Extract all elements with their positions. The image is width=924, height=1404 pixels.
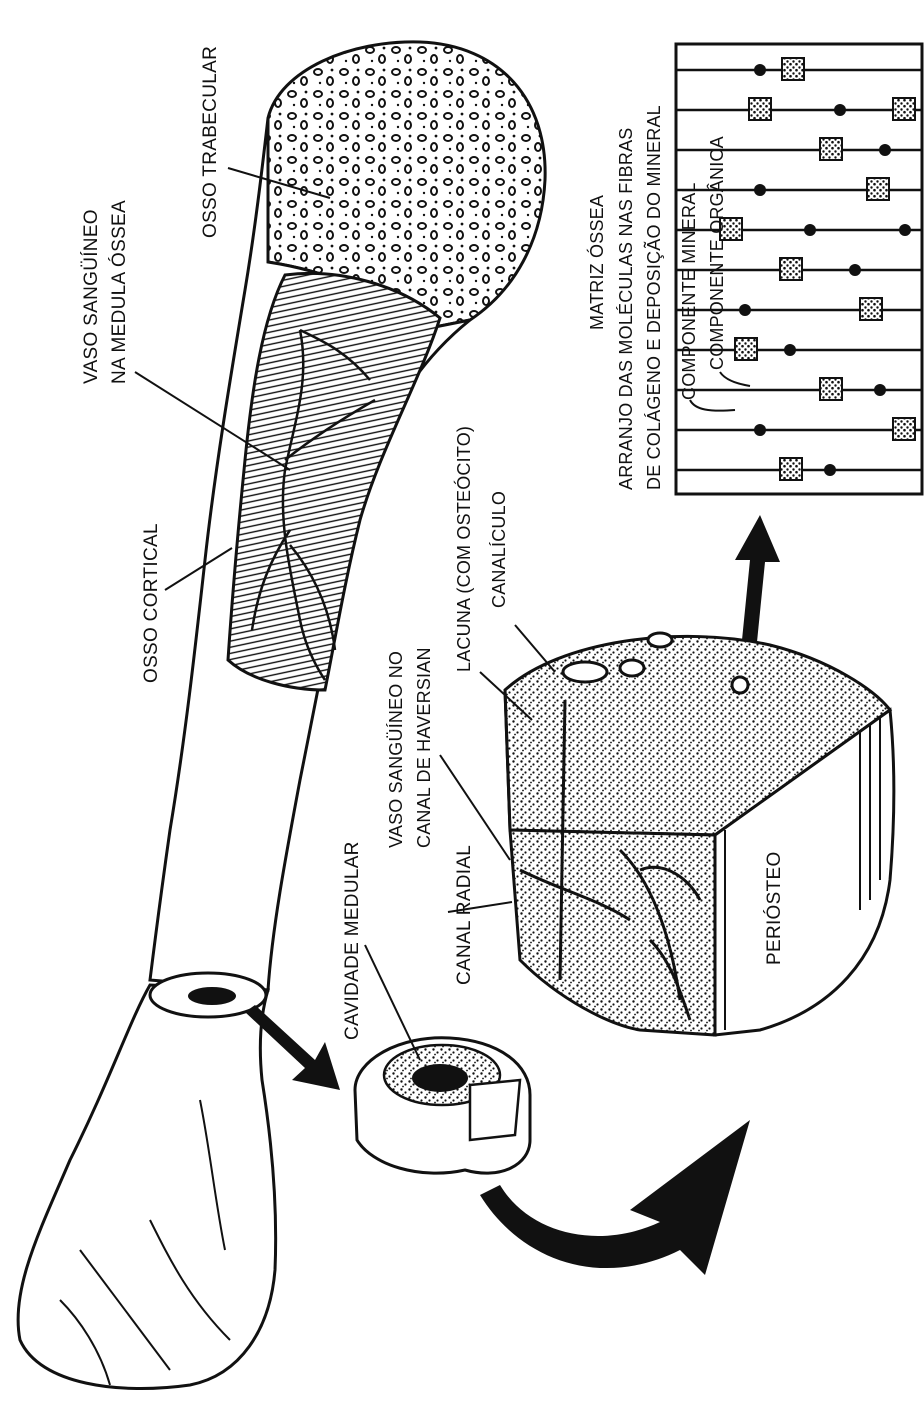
label-periosteo: PERIÓSTEO <box>763 851 785 965</box>
label-lacuna: LACUNA (COM OSTEÓCITO) <box>453 426 474 672</box>
label-arranjo-line1: ARRANJO DAS MOLÉCULAS NAS FIBRAS <box>616 128 636 490</box>
label-vaso-haversian-line1: VASO SANGÜÍNEO NO <box>386 651 406 848</box>
label-canaliculo: CANALÍCULO <box>489 491 509 608</box>
label-vaso-medula-line1: VASO SANGÜÍNEO <box>81 209 102 384</box>
label-osso-trabecular: OSSO TRABECULAR <box>200 46 221 238</box>
label-arranjo-line2: DE COLÁGENO E DEPOSIÇÃO DO MINERAL <box>643 105 664 490</box>
label-componente-organica: COMPONENTE ORGÂNICA <box>707 136 727 370</box>
up-arrow <box>735 515 780 642</box>
label-vaso-medula-line2: NA MEDULA ÓSSEA <box>108 200 130 384</box>
label-matriz-ossea: MATRIZ ÓSSEA <box>586 195 607 330</box>
label-cavidade-medular: CAVIDADE MEDULAR <box>342 841 363 1040</box>
label-osso-cortical: OSSO CORTICAL <box>141 523 162 683</box>
label-canal-radial: CANAL RADIAL <box>454 845 475 985</box>
cross-section-disc <box>355 1038 530 1173</box>
label-vaso-haversian-line2: CANAL DE HAVERSIAN <box>414 647 434 848</box>
cortical-block <box>505 633 894 1035</box>
label-componente-mineral: COMPONENTE MINERAL <box>679 182 699 400</box>
